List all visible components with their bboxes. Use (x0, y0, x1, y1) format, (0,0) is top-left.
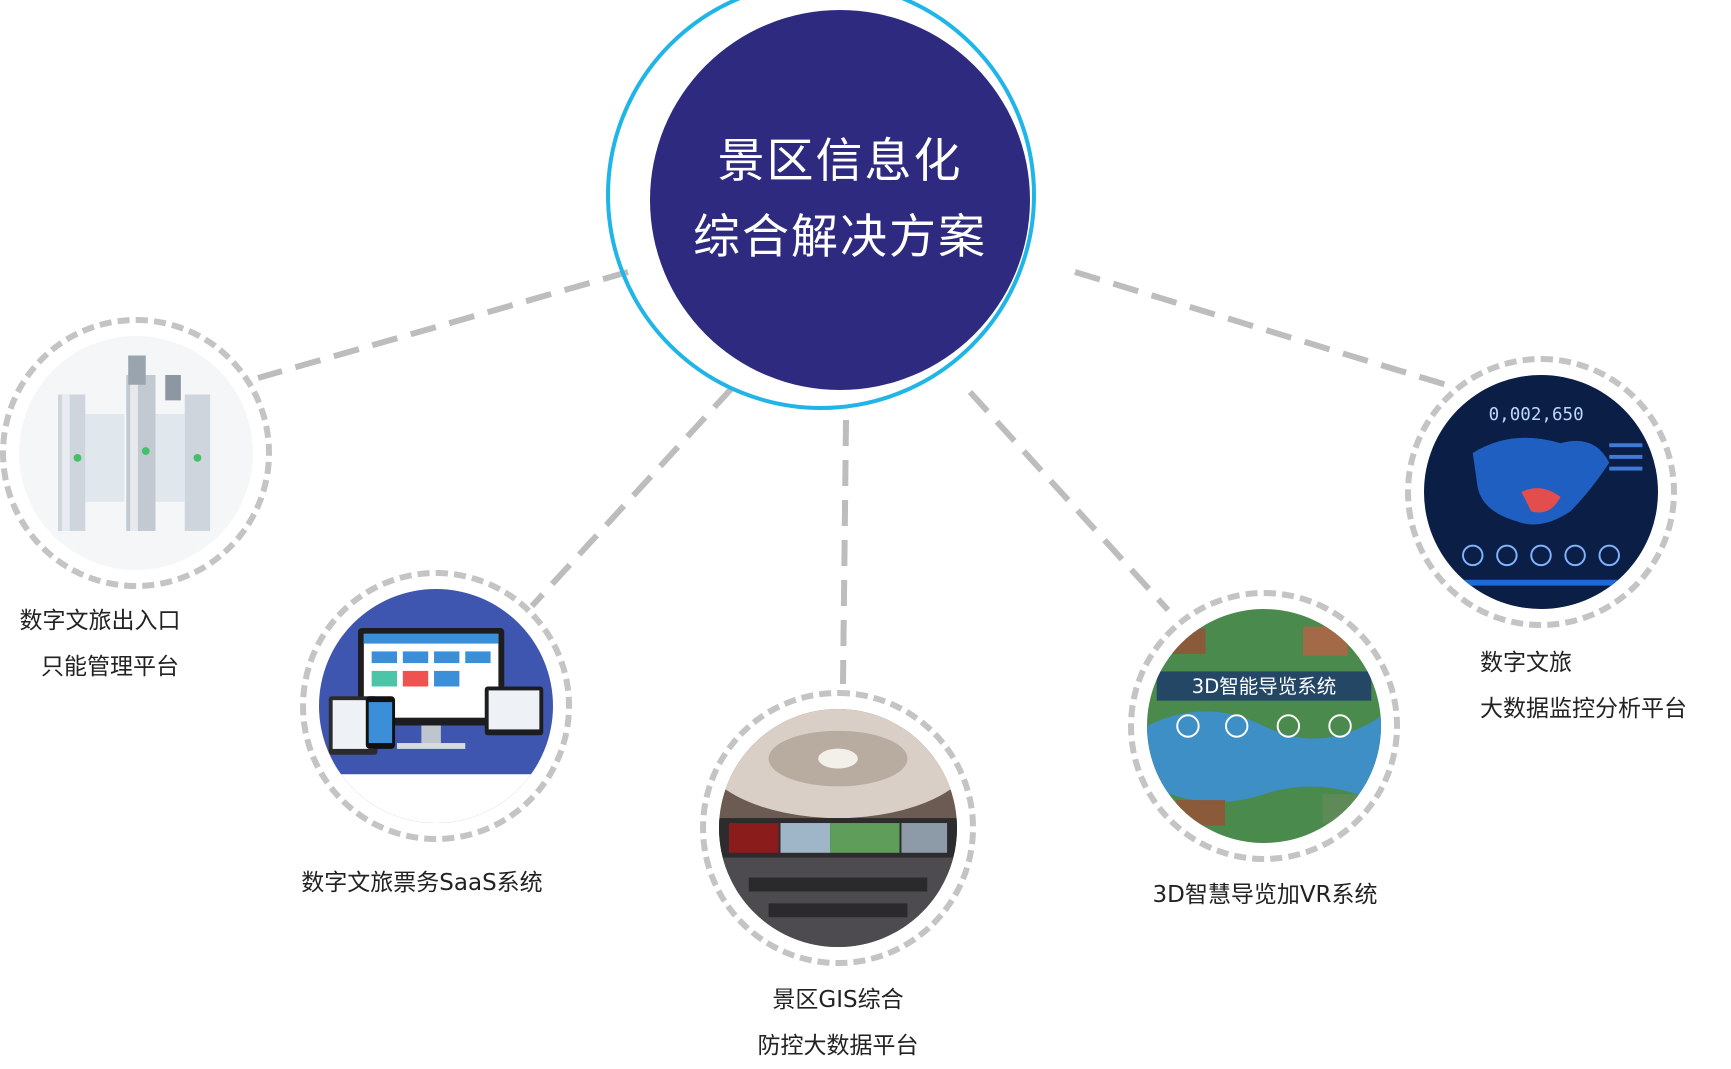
connector-gate (257, 269, 629, 381)
computer-screens-icon (319, 589, 553, 823)
label-gis-line2: 防控大数据平台 (757, 1033, 919, 1059)
label-gate-line2: 只能管理平台 (41, 654, 179, 680)
node-gate[interactable] (0, 317, 272, 589)
label-vr-line1: 3D智慧导览加VR系统 (1152, 882, 1378, 908)
node-vr[interactable]: 3D智能导览系统 (1128, 590, 1400, 862)
connector-vr (967, 389, 1171, 613)
label-vr: 3D智慧导览加VR系统 (1120, 872, 1410, 918)
hub-outer-ring (606, 0, 1036, 410)
label-gate: 数字文旅出入口 只能管理平台 (0, 598, 200, 690)
label-gis-line1: 景区GIS综合 (772, 987, 904, 1013)
vr-badge-text: 3D智能导览系统 (1192, 675, 1336, 698)
label-saas-line1: 数字文旅票务SaaS系统 (301, 870, 543, 896)
connector-saas (529, 385, 735, 609)
label-bigdata-line1: 数字文旅 (1480, 650, 1572, 676)
hub-core-circle: 景区信息化 综合解决方案 (650, 10, 1030, 390)
control-room-icon (719, 709, 957, 947)
node-bigdata[interactable]: 0,002,650 (1405, 356, 1677, 628)
node-saas[interactable] (300, 570, 572, 842)
3d-map-icon: 3D智能导览系统 (1147, 609, 1381, 843)
central-hub: 景区信息化 综合解决方案 (606, 0, 1042, 430)
node-gis[interactable] (700, 690, 976, 966)
hub-title-line2: 综合解决方案 (693, 210, 987, 265)
label-bigdata: 数字文旅 大数据监控分析平台 (1480, 640, 1720, 732)
label-saas: 数字文旅票务SaaS系统 (272, 860, 572, 906)
connector-gis (840, 419, 849, 685)
label-gate-line1: 数字文旅出入口 (19, 608, 181, 634)
bigdata-counter-text: 0,002,650 (1489, 405, 1584, 425)
connector-bigdata (1074, 269, 1451, 389)
label-gis: 景区GIS综合 防控大数据平台 (700, 977, 976, 1069)
china-map-dashboard-icon: 0,002,650 (1424, 375, 1658, 609)
label-bigdata-line2: 大数据监控分析平台 (1480, 696, 1687, 722)
turnstile-gate-icon (19, 336, 253, 570)
hub-title-line1: 景区信息化 (717, 134, 963, 189)
